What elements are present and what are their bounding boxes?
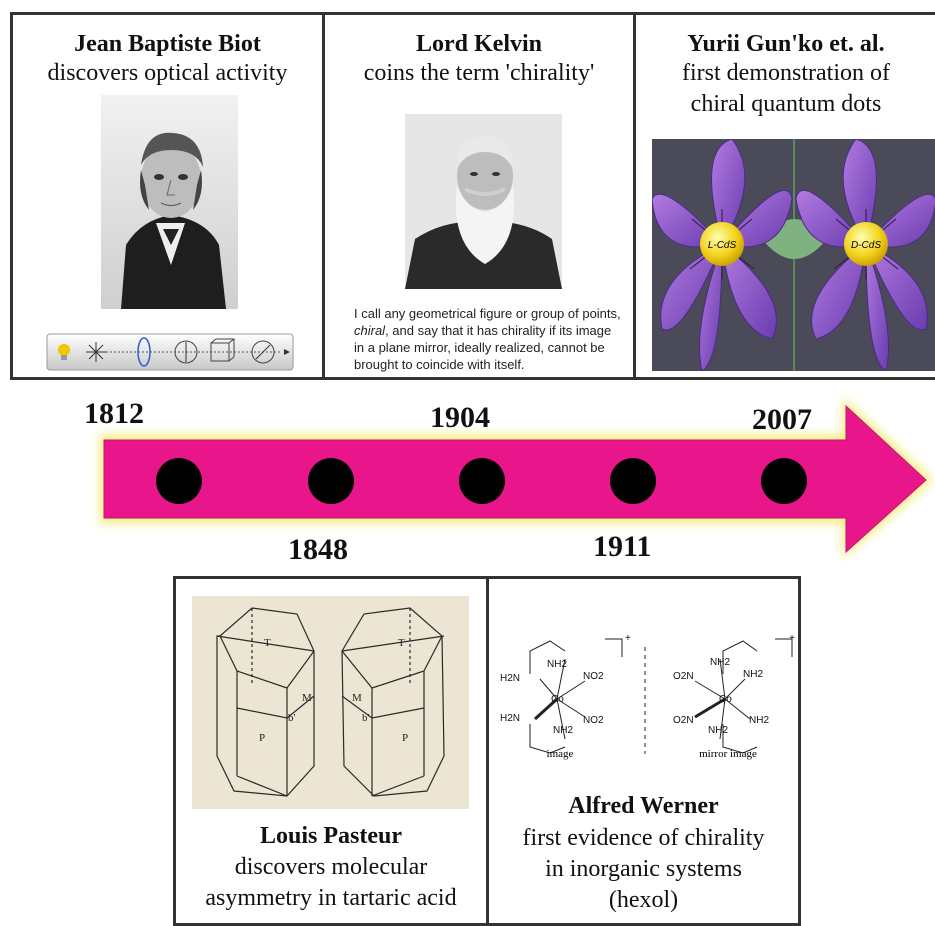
year-1911: 1911 [593,530,651,564]
pasteur-description-line2: asymmetry in tartaric acid [176,883,486,914]
year-1848: 1848 [288,533,348,567]
timeline-dot-1848 [308,458,354,504]
werner-left-co: Co [551,694,564,705]
year-1904: 1904 [430,401,490,435]
werner-description-line1: first evidence of chirality [489,823,798,854]
qd-left-label: L-CdS [708,240,737,251]
werner-right-o2n-bottom: O2N [673,715,694,726]
year-1812: 1812 [84,397,144,431]
timeline-dot-2007 [761,458,807,504]
werner-right-nh2-right-bottom: NH2 [749,715,769,726]
werner-right-charge: + [789,633,795,644]
timeline-dot-1911 [610,458,656,504]
kelvin-quote: I call any geometrical figure or group o… [354,305,622,373]
panel-werner: NH2 H2N NO2 Co H2N NO2 NH2 + NH2 NH2 O2N… [486,576,801,926]
year-2007: 2007 [752,403,812,437]
biot-portrait [101,95,238,309]
kelvin-portrait [405,114,562,289]
werner-mirror-caption: mirror image [699,748,757,760]
gunko-description-line2: chiral quantum dots [636,89,935,120]
hexol-enantiomers-diagram: NH2 H2N NO2 Co H2N NO2 NH2 + NH2 NH2 O2N… [495,629,795,764]
werner-image-caption: image [547,748,574,760]
panel-kelvin: Lord Kelvin coins the term 'chirality' I… [322,12,636,380]
qd-right-label: D-CdS [851,240,881,251]
timeline-dot-1904 [459,458,505,504]
panel-gunko: Yurii Gun'ko et. al. first demonstration… [633,12,935,380]
kelvin-quote-part2: , and say that it has chirality if its i… [354,323,611,372]
crystal-label-p-left: P [259,732,265,744]
werner-description-line2: in inorganic systems [489,854,798,885]
werner-name: Alfred Werner [489,793,798,820]
crystal-label-b-right: b' [362,712,370,724]
werner-left-charge: + [625,633,631,644]
gunko-name: Yurii Gun'ko et. al. [636,31,935,58]
biot-name: Jean Baptiste Biot [13,31,322,58]
crystal-label-b-left: b' [288,712,296,724]
werner-left-no2-top: NO2 [583,671,604,682]
polarimeter-diagram [46,333,294,371]
werner-left-no2-bottom: NO2 [583,715,604,726]
werner-left-h2n-bottom: H2N [500,713,520,724]
biot-description: discovers optical activity [13,58,322,89]
pasteur-name: Louis Pasteur [176,823,486,850]
panel-pasteur: T P M b' T P M b' Louis Pasteur discover… [173,576,489,926]
kelvin-quote-part1: I call any geometrical figure or group o… [354,306,621,321]
kelvin-quote-emphasis: chiral [354,323,385,338]
werner-left-nh2-bottom: NH2 [553,725,573,736]
werner-right-nh2-top: NH2 [710,657,730,668]
kelvin-description: coins the term 'chirality' [325,58,633,89]
kelvin-name: Lord Kelvin [325,31,633,58]
werner-right-co: Co [719,694,732,705]
crystal-label-t-right: T [398,637,405,649]
tartaric-crystal-drawing: T P M b' T P M b' [192,596,469,809]
crystal-label-p-right: P [402,732,408,744]
gunko-description-line1: first demonstration of [636,58,935,89]
werner-right-nh2-bottom: NH2 [708,725,728,736]
crystal-label-m-right: M [352,692,362,704]
panel-biot: Jean Baptiste Biot discovers optical act… [10,12,325,380]
crystal-label-t-left: T [264,637,271,649]
werner-description-line3: (hexol) [489,885,798,916]
crystal-label-m-left: M [302,692,312,704]
timeline-dot-1812 [156,458,202,504]
werner-right-nh2-right: NH2 [743,669,763,680]
werner-left-h2n: H2N [500,673,520,684]
werner-left-nh2-top: NH2 [547,659,567,670]
chiral-quantum-dots-image: L-CdS D-CdS [652,139,935,371]
werner-right-o2n-top: O2N [673,671,694,682]
pasteur-description-line1: discovers molecular [176,852,486,883]
